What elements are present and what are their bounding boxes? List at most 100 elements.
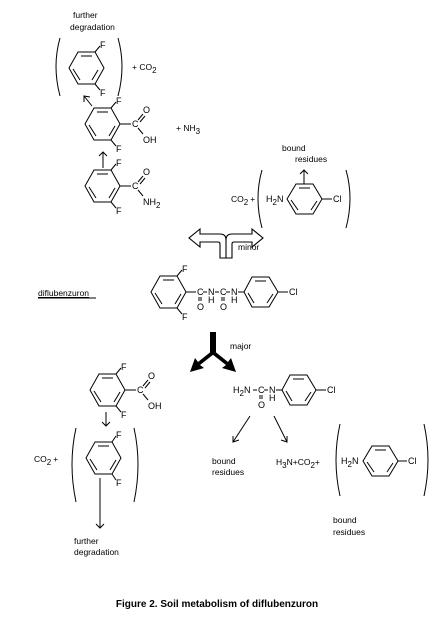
arrow-head [98,151,108,157]
fluorine-atom: F [121,362,127,372]
benzene-ring [243,276,279,308]
figure-caption: Figure 2. Soil metabolism of diflubenzur… [116,599,318,610]
oxygen-atom: O [258,400,265,410]
double-bond [109,459,117,471]
nitrogen-atom: N [269,385,276,395]
double-bond [247,292,255,304]
double-bond [144,381,151,389]
minor-label: minor [238,242,259,252]
carbon-atom: C [220,287,227,297]
chlorine-atom: Cl [408,456,417,466]
co2-plus-right: CO2+ [231,194,255,207]
benzene-ring [68,51,105,85]
arrow-down-to-further-degradation [95,478,105,529]
arrow-head [83,95,91,102]
co2-plus-left: CO2+ [34,454,58,467]
fluorine-atom: F [116,144,122,154]
bond [137,189,144,197]
major-label: major [230,341,251,351]
double-bond [139,177,146,185]
bond [94,83,101,91]
amino-group: NH2 [143,197,161,210]
bond [94,45,101,53]
arrow-head [280,436,288,443]
difluorobenzene-top: F F [68,40,106,98]
bond [110,101,117,109]
co2-plus-text: CO2+ [34,454,58,467]
bound-residues-top: bound residues [282,143,327,164]
bracket-right [117,37,123,97]
double-bond [366,461,375,473]
chlorophenylurea: H2N C N O H Cl [233,374,336,410]
double-bond [266,293,274,304]
chlorine-atom: Cl [327,385,336,395]
oxygen-atom: O [148,371,155,381]
double-bond [89,458,98,471]
chlorine-atom: Cl [289,287,298,297]
amine-group: H2N [233,385,250,398]
carbon-atom: C [137,385,144,395]
double-bond [285,390,293,402]
bracket-right-top [257,169,351,229]
arrow-stem [210,332,216,354]
double-bond [88,124,97,137]
fluorine-atom: F [100,40,106,50]
benzene-ring [150,275,187,309]
further-degradation-label-bottom: further degradation [74,536,119,557]
fluorine-atom: F [182,264,188,274]
difluorobenzoic-acid-top: F F C O OH [84,96,157,154]
arrow-shaft [232,415,251,443]
further-text: further [74,536,99,546]
oxygen-atom: O [143,105,150,115]
fluorine-atom: F [116,478,122,488]
diflubenzuron-label: diflubenzuron [38,288,89,298]
carbon-atom: C [197,287,204,297]
plus-nh3: + NH3 [176,123,201,136]
carbon-atom: C [132,181,139,191]
double-bond [386,462,394,473]
arrow-to-chloroaniline [273,415,288,443]
chlorine-atom: Cl [333,194,342,204]
difluorobenzene-bottom: F F [85,430,122,488]
hydrogen-atom: H [269,393,276,403]
fluorine-atom: F [182,312,188,322]
bound-text: bound [212,456,236,466]
residues-text: residues [212,467,244,477]
bracket-left [71,427,77,503]
bound-residues-right: bound residues [333,515,365,537]
hydrogen-atom: H [208,295,215,305]
double-bond [113,391,121,403]
benzene-ring [286,183,323,215]
benzene-ring [362,445,399,477]
major-split-arrow: major [190,332,251,372]
arrow-shaft [83,95,93,107]
co2-plus-text: CO2+ [231,194,255,207]
bond [110,139,117,147]
nitrogen-atom: N [231,287,238,297]
double-bond [91,69,99,81]
arrow-to-bound-residues-mid [232,415,251,443]
bond [111,435,117,443]
arrow-up-to-acid [98,151,108,168]
residues-text: residues [295,154,327,164]
bond [110,201,117,209]
double-bond [93,390,102,403]
double-bond [142,379,149,387]
double-bond [304,391,312,402]
double-bond [174,293,182,305]
bond [111,473,117,481]
arrow-right-branch [220,227,264,259]
bracket-left [335,423,341,497]
arrow-head [101,421,111,427]
benzene-ring [84,169,121,203]
double-bond [154,292,163,305]
carbon-atom: C [258,385,265,395]
amine-group: H2N [341,456,358,469]
difluorobenzamide: F F C O NH2 [84,158,161,216]
minor-split-arrow: minor [188,227,264,259]
fluorine-atom: F [121,410,127,420]
double-bond [108,125,116,137]
chloroaniline-top: H2N Cl [266,169,342,215]
bond [115,405,122,413]
